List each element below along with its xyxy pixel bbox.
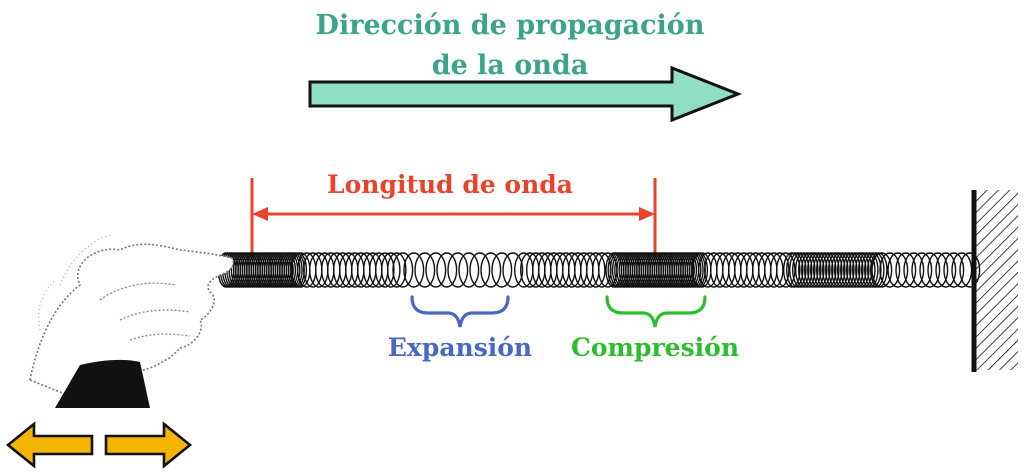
spring-coil [770,252,790,288]
spring-coil [502,252,524,288]
spring-coil [822,252,840,288]
propagation-arrow [308,65,743,123]
spring-coil [943,252,965,288]
double-arrow-icon [5,421,193,469]
spring-coil [764,252,784,288]
expansion-brace [410,295,510,328]
spring-coil [867,252,885,288]
spring-coil [831,252,849,288]
compression-brace [605,295,707,328]
spring-coil [819,252,837,288]
propagation-title-line1: Dirección de propagación [315,10,705,41]
spring-coil [801,252,819,288]
spring-coil [425,252,447,288]
spring-coil [783,252,801,288]
spring-coil [798,252,816,288]
spring-coil [951,252,973,288]
propagation-direction-title: Dirección de propagación de la onda [300,6,720,86]
spring-coil [374,252,395,288]
spring-coil [903,252,925,288]
spring-coil [849,252,867,288]
compression-label: Compresión [570,333,739,362]
spring-coil [795,252,813,288]
hand-icon [29,234,235,408]
spring-coil [447,252,469,288]
spring-coil [840,252,858,288]
wavelength-indicator [250,178,657,258]
spring-coil [927,252,949,288]
spring-coil [935,252,957,288]
spring-coil [804,252,822,288]
spring-coil [480,252,502,288]
spring-coil [959,252,981,288]
spring-coil [792,252,810,288]
spring-coil [786,252,804,288]
spring-coil [864,252,882,288]
expansion-label: Expansión [387,333,533,362]
spring-coil [414,252,436,288]
spring-coil [871,252,893,288]
spring-coil [834,252,852,288]
propagation-title-line2: de la onda [431,50,589,81]
spring-coil [789,252,807,288]
spring-coil [837,252,855,288]
wall-icon [971,190,1018,372]
spring-coil [403,252,425,288]
spring-coil [879,252,901,288]
spring-coil [491,252,513,288]
spring-coil [469,252,491,288]
spring-coil [776,252,796,288]
spring-coil [861,252,879,288]
spring-coil [813,252,831,288]
spring-coil [816,252,834,288]
spring-coil [858,252,876,288]
spring-coil [386,252,407,288]
wavelength-label: Longitud de onda [327,170,573,199]
spring-coil [458,252,480,288]
spring-coil [825,252,843,288]
spring-coil [810,252,828,288]
spring-coil [911,252,933,288]
spring-coil [586,252,606,288]
spring-coil [828,252,846,288]
spring-coil [887,252,909,288]
spring-coil [436,252,458,288]
slinky-spring [217,252,981,288]
spring-coil [852,252,870,288]
spring-coil [846,252,864,288]
spring-coil [843,252,861,288]
spring-coil [392,252,414,288]
spring-coil [895,252,917,288]
spring-coil [380,252,401,288]
spring-coil [919,252,941,288]
spring-coil [807,252,825,288]
